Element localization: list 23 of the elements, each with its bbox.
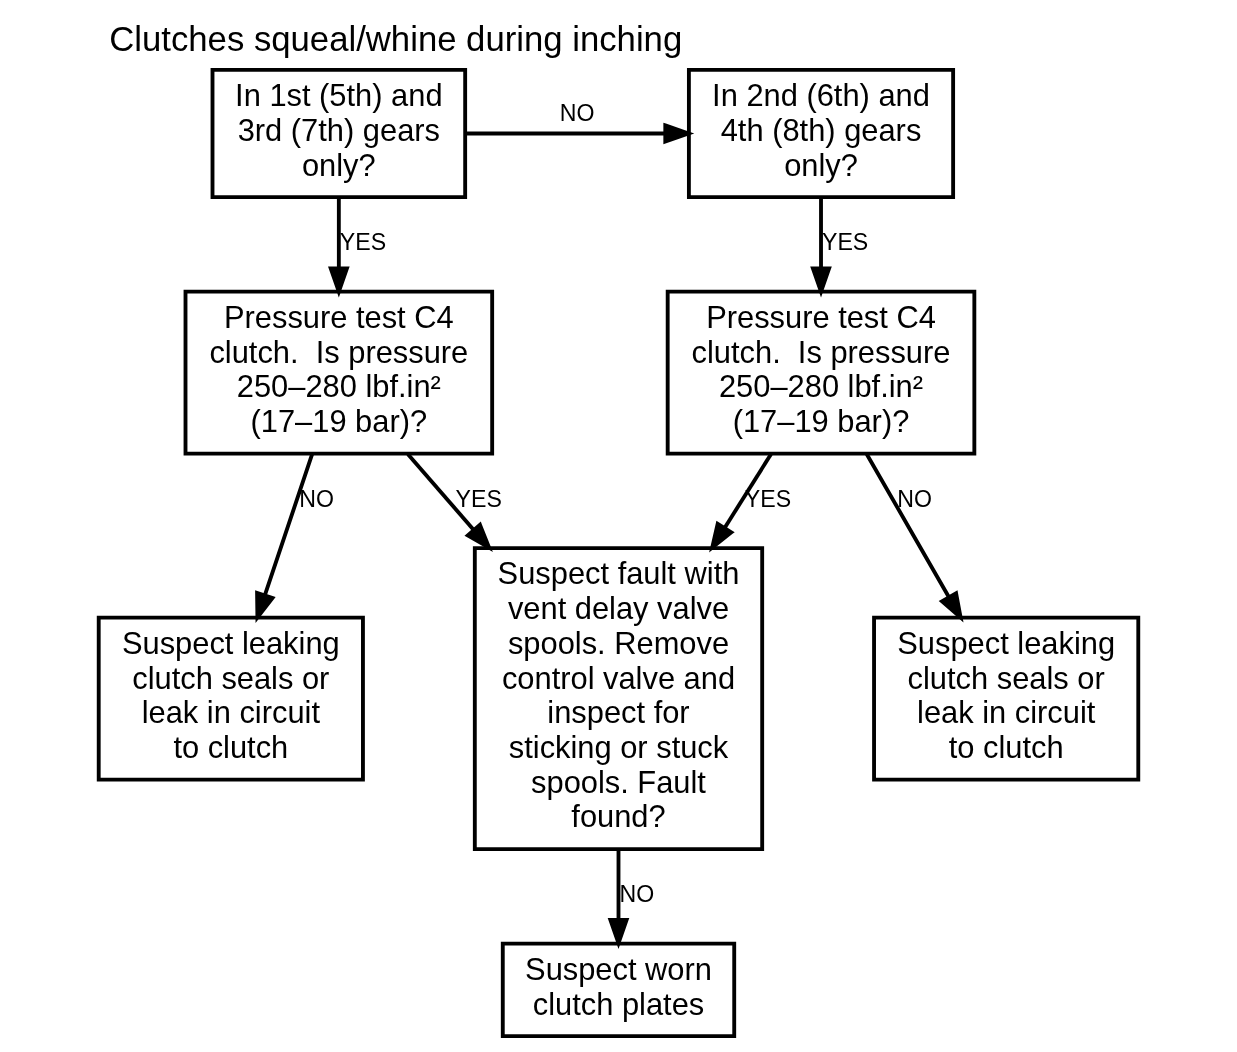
node-box: In 2nd (6th) and 4th (8th) gears only?	[686, 67, 956, 200]
arrow	[406, 452, 493, 553]
node-box: Suspect leaking clutch seals or leak in circuit to clutch	[872, 615, 1141, 782]
arrow	[328, 197, 350, 298]
edge-label: NO	[299, 485, 334, 512]
arrow	[465, 122, 695, 145]
edge-label: NO	[619, 881, 655, 908]
node-box: Suspect worn clutch plates	[500, 941, 737, 1039]
arrow	[607, 849, 630, 949]
node-box: Suspect fault with vent delay valve spools. Remove control valve and inspect for sticking or stuck spools. Fault found?	[472, 546, 765, 851]
arrow	[255, 453, 314, 623]
edge-label: NO	[559, 100, 595, 127]
node-box: Suspect leaking clutch seals or leak in circuit to clutch	[96, 615, 365, 782]
edge-label: YES	[455, 485, 502, 512]
edge-label: YES	[744, 485, 792, 512]
arrow	[865, 453, 964, 623]
node-box: Pressure test C4 clutch. Is pressure 250–280 lbf.in² (17–19 bar)?	[665, 289, 977, 456]
arrow	[810, 197, 832, 298]
edge-label: NO	[897, 485, 932, 512]
node-box: Pressure test C4 clutch. Is pressure 250–280 lbf.in² (17–19 bar)?	[183, 289, 495, 456]
diagram-title: Clutches squeal/whine during inching	[109, 20, 683, 59]
arrow	[709, 453, 773, 553]
node-box: In 1st (5th) and 3rd (7th) gears only?	[210, 67, 468, 200]
